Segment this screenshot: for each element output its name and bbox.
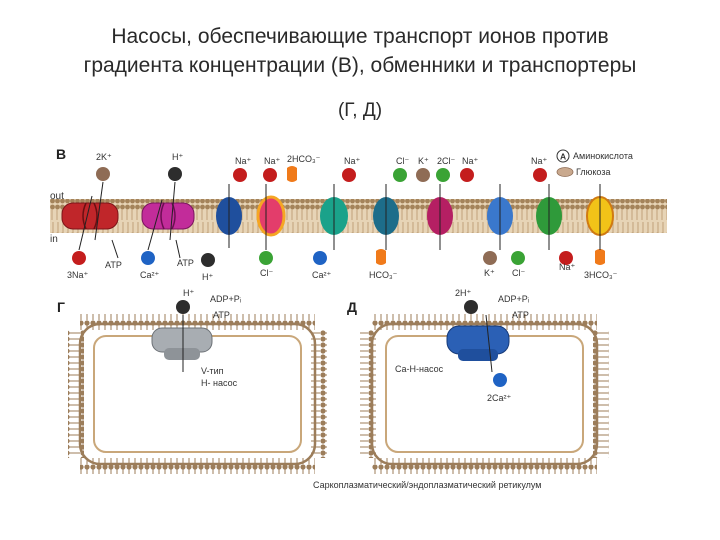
ion-na: [72, 251, 86, 265]
v-type-pump: [151, 327, 213, 360]
ion-h: [168, 167, 182, 181]
legend-amino-label: Аминокислота: [573, 151, 633, 161]
label-na-5: Na⁺: [531, 156, 548, 166]
label-na-1: Na⁺: [235, 156, 252, 166]
in-label: in: [50, 234, 58, 245]
panel-d: Д 2H⁺ ADP+Pᵢ ATP Ca-H-насос 2Ca²⁺ Саркоп…: [313, 288, 609, 490]
amino-acid-letter: A: [560, 152, 566, 162]
label-adp-g: ADP+Pᵢ: [210, 294, 241, 304]
label-h-bottom: H⁺: [202, 272, 213, 282]
ion-hco3: [287, 166, 297, 182]
label-adp-d: ADP+Pᵢ: [498, 294, 529, 304]
label-pump-d: Ca-H-насос: [395, 364, 444, 374]
ion-ca: [313, 251, 327, 265]
glucose-symbol: [556, 167, 574, 177]
label-3na: 3Na⁺: [67, 270, 89, 280]
ion-h: [201, 253, 215, 267]
na-hco3-cotransporter: [256, 195, 286, 237]
page-subtitle: (Г, Д): [337, 100, 383, 121]
label-ca-1: Ca²⁺: [140, 270, 160, 280]
ca-h-pump: [446, 325, 510, 361]
ion-cl: [259, 251, 273, 265]
panel-v: В out in 2K⁺ H⁺ Na⁺ Na⁺ 2HCO₃⁻ Na⁺ Cl⁻ K…: [50, 146, 667, 282]
label-na-bottom: Na⁺: [559, 262, 576, 272]
label-h-g: H⁺: [183, 288, 194, 298]
label-na-2: Na⁺: [264, 156, 281, 166]
vesicle-g-lipids-top: [80, 314, 315, 330]
ion-k: [483, 251, 497, 265]
title-line-2: градиента концентрации (В), обменники и …: [83, 54, 637, 77]
amino-acid-symbol: [556, 149, 570, 163]
label-k: K⁺: [418, 156, 429, 166]
flux-arrows: [78, 181, 601, 259]
label-h-top: H⁺: [172, 152, 183, 162]
label-pump-g-2: H- насос: [201, 378, 238, 388]
ion-k: [96, 167, 110, 181]
label-atp-d: ATP: [512, 310, 529, 320]
label-cl-bottom-2: Cl⁻: [512, 268, 525, 278]
label-atp-2: ATP: [177, 258, 194, 268]
label-k-bottom: K⁺: [484, 268, 495, 278]
ion-na: [233, 168, 247, 182]
bottom-ion-labels: 3Na⁺ ATP Ca²⁺ ATP H⁺ Cl⁻ Ca²⁺ HCO₃⁻ K⁺ C…: [67, 258, 618, 282]
ion-h-d: [464, 300, 478, 314]
page-title: Насосы, обеспечивающие транспорт ионов п…: [0, 22, 720, 80]
top-ions: [96, 166, 547, 182]
ion-hco3: [595, 249, 605, 265]
label-2h-d: 2H⁺: [455, 288, 472, 298]
legend-glucose-label: Глюкоза: [576, 167, 610, 177]
ion-hco3: [376, 249, 386, 265]
label-pump-g-1: V-тип: [201, 366, 224, 376]
vesicle-d-lipids-right: [593, 330, 609, 458]
ion-na: [460, 168, 474, 182]
label-2ca-d: 2Ca²⁺: [487, 393, 512, 403]
panel-v-letter: В: [56, 146, 66, 162]
ion-na: [559, 251, 573, 265]
label-2k: 2K⁺: [96, 152, 112, 162]
vesicle-d-lipids-bottom: [372, 458, 597, 474]
caption-sr-er: Саркоплазматический/эндоплазматический р…: [313, 480, 542, 490]
label-hco3-bottom: HCO₃⁻: [369, 270, 398, 280]
ca-atpase: [141, 202, 195, 230]
ion-cl: [511, 251, 525, 265]
label-na-4: Na⁺: [462, 156, 479, 166]
ion-na: [342, 168, 356, 182]
vesicle-d-lipids-top: [372, 314, 597, 330]
vesicle-g-lipids-bottom: [80, 458, 315, 474]
panel-g-letter: Г: [57, 299, 65, 315]
label-ca-2: Ca²⁺: [312, 270, 332, 280]
panel-d-letter: Д: [347, 299, 357, 315]
transporters: [61, 195, 614, 237]
label-2cl: 2Cl⁻: [437, 156, 456, 166]
ion-k: [416, 168, 430, 182]
panel-g: Г H⁺ ADP+Pᵢ ATP V-тип H- насос: [57, 288, 327, 474]
ion-ca: [141, 251, 155, 265]
ion-cl: [436, 168, 450, 182]
arrow-d: [485, 314, 493, 373]
vesicle-g-lipids-left: [68, 330, 84, 458]
ion-cl: [393, 168, 407, 182]
top-ion-labels: 2K⁺ H⁺ Na⁺ Na⁺ 2HCO₃⁻ Na⁺ Cl⁻ K⁺ 2Cl⁻ Na…: [96, 152, 548, 166]
label-atp-g: ATP: [213, 310, 230, 320]
out-label: out: [50, 191, 64, 202]
ion-h-g: [176, 300, 190, 314]
bottom-ions: [72, 249, 605, 267]
na-k-atpase: [61, 202, 119, 230]
ion-na: [533, 168, 547, 182]
label-na-3: Na⁺: [344, 156, 361, 166]
ion-na: [263, 168, 277, 182]
legend: A Аминокислота Глюкоза: [556, 149, 633, 177]
vesicle-g-lipids-right: [311, 330, 327, 458]
label-cl-bottom: Cl⁻: [260, 268, 273, 278]
label-cl: Cl⁻: [396, 156, 409, 166]
ion-ca-d: [493, 373, 507, 387]
label-3hco3: 3HCO₃⁻: [584, 270, 618, 280]
label-2hco3: 2HCO₃⁻: [287, 154, 321, 164]
vesicle-d-lipids-left: [360, 330, 376, 458]
title-line-1: Насосы, обеспечивающие транспорт ионов п…: [111, 25, 609, 48]
label-atp-1: ATP: [105, 260, 122, 270]
